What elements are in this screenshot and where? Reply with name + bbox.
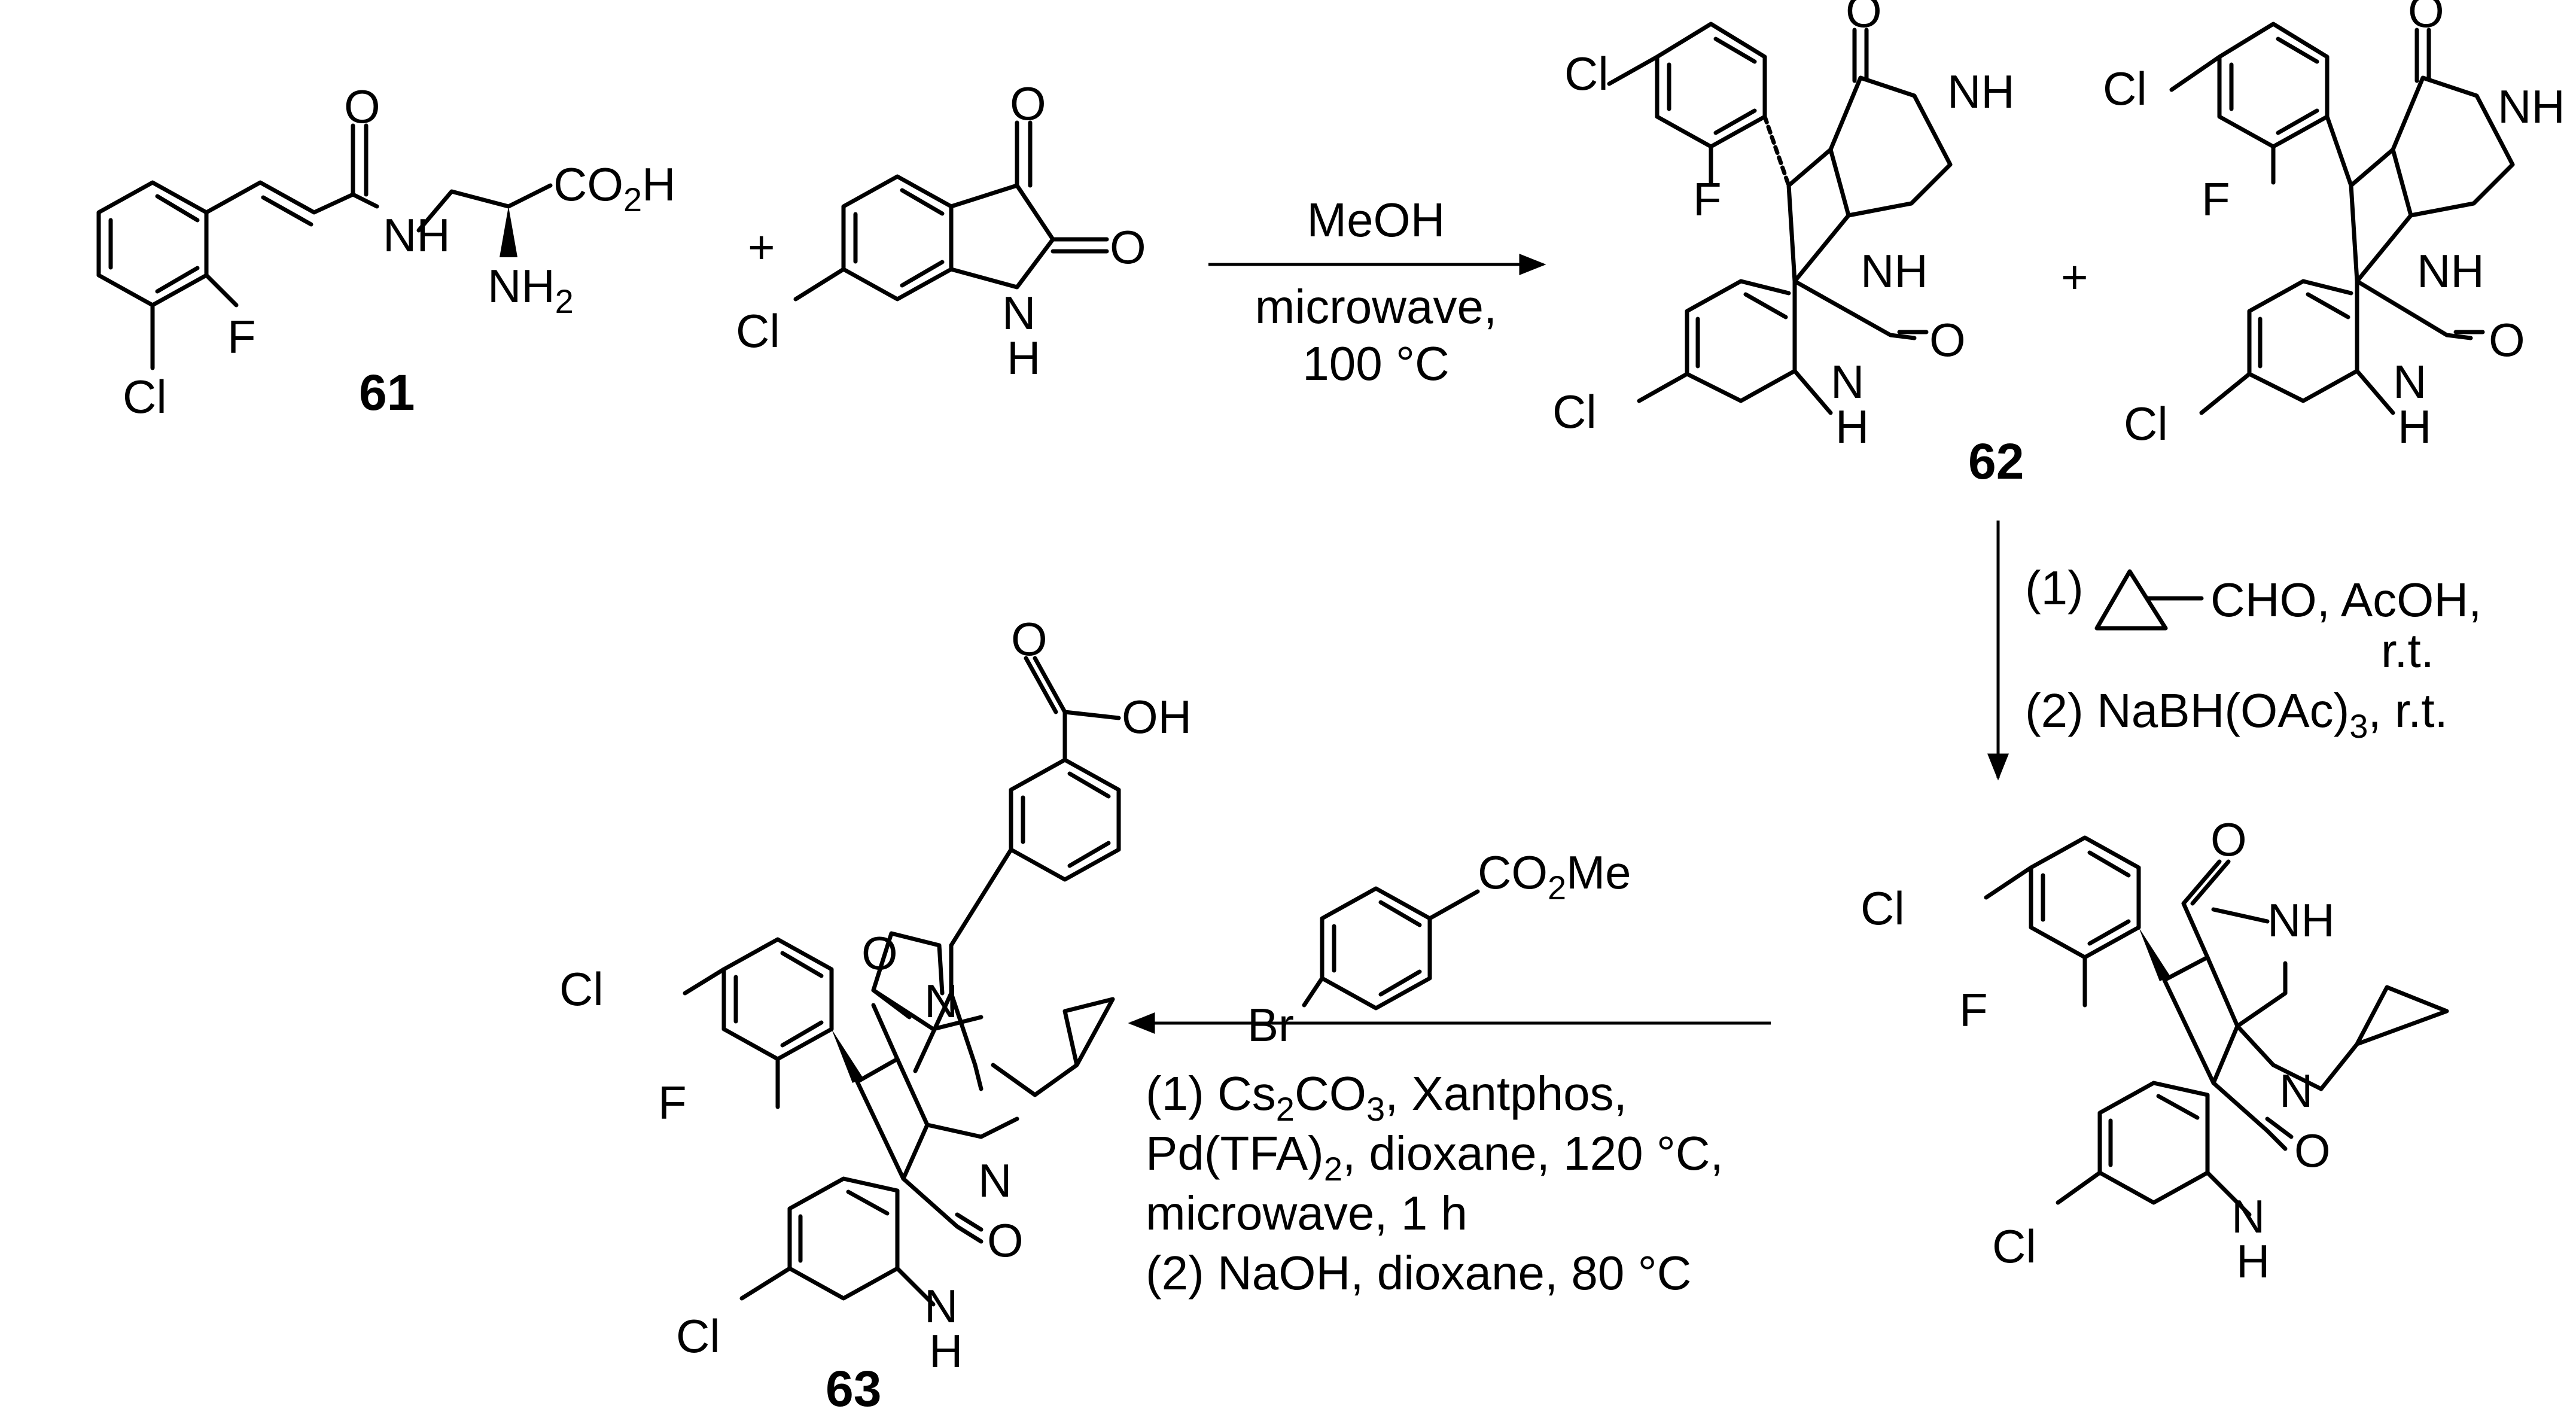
compound-61-cl-atom: Cl	[123, 370, 167, 423]
intermediate-n-oxindole: N	[2231, 1190, 2265, 1243]
compound-63-structure	[683, 656, 1121, 1307]
compound-63-label: 63	[826, 1361, 881, 1417]
compound-62a-cl-bottom: Cl	[1552, 385, 1597, 438]
compound-62a-o-oxindole: O	[1929, 314, 1966, 366]
step2-line2-temperature: r.t.	[2381, 624, 2434, 677]
compound-61-co2h-group: CO2H	[553, 158, 676, 218]
compound-63-h-oxindole: H	[929, 1325, 963, 1377]
chloroisatin-h-atom: H	[1007, 331, 1040, 384]
bromobenzoate-reagent-structure	[1302, 886, 1480, 1011]
step1-reagent-methanol: MeOH	[1307, 193, 1445, 247]
intermediate-cl-bottom: Cl	[1992, 1220, 2036, 1273]
compound-61-o-atom: O	[344, 80, 380, 133]
intermediate-o-lactam: O	[2210, 813, 2247, 866]
compound-62b-h-oxindole: H	[2398, 400, 2431, 453]
step3-line1-base-ligand: (1) Cs2CO3, Xantphos,	[1146, 1067, 1627, 1128]
compound-63-n-lactam: N	[924, 975, 958, 1027]
compound-62b-nh-pyrrolidine: NH	[2417, 245, 2484, 297]
compound-63-n-oxindole: N	[924, 1280, 958, 1332]
compound-61-structure	[96, 123, 553, 370]
chloroisatin-structure	[793, 120, 1109, 302]
intermediate-cl-top: Cl	[1861, 882, 1905, 935]
intermediate-h-oxindole: H	[2236, 1235, 2270, 1288]
compound-62b-o-oxindole: O	[2489, 314, 2525, 366]
compound-63-n-pyrrolidine: N	[978, 1154, 1012, 1207]
compound-62a-cl-top: Cl	[1564, 47, 1609, 100]
compound-62b-cl-top: Cl	[2103, 62, 2147, 115]
compound-63-o-acid: O	[1011, 613, 1048, 665]
compound-62a-n-oxindole: N	[1831, 355, 1864, 408]
plus-sign-1: +	[748, 221, 775, 273]
intermediate-n-pyrrolidine: N	[2279, 1064, 2313, 1117]
chloroisatin-o-atom-top: O	[1010, 77, 1046, 130]
compound-63-o-oxindole: O	[987, 1214, 1024, 1267]
compound-62-label: 62	[1968, 433, 2024, 489]
step3-line4-hydrolysis: (2) NaOH, dioxane, 80 °C	[1146, 1246, 1691, 1300]
compound-62a-nh-pyrrolidine: NH	[1861, 245, 1928, 297]
intermediate-nh-lactam: NH	[2267, 894, 2335, 947]
chloroisatin-o-atom-right: O	[1110, 221, 1146, 273]
compound-62b-cl-bottom: Cl	[2124, 397, 2168, 450]
compound-63-oh-acid: OH	[1122, 690, 1192, 743]
intermediate-f: F	[1959, 984, 1988, 1036]
compound-62a-h-oxindole: H	[1835, 400, 1869, 453]
step3-line3-microwave: microwave, 1 h	[1146, 1186, 1467, 1240]
compound-62b-f: F	[2202, 173, 2230, 226]
compound-63-cl-top: Cl	[559, 963, 604, 1015]
cyclopropyl-icon	[2094, 569, 2204, 631]
compound-62b-nh-lactam: NH	[2498, 80, 2565, 133]
compound-62-isomer-a-structure	[1607, 22, 1953, 415]
chloroisatin-cl-atom: Cl	[736, 305, 780, 357]
compound-62a-f: F	[1693, 173, 1722, 226]
compound-61-f-atom: F	[227, 311, 256, 363]
compound-62a-o-lactam: O	[1846, 0, 1882, 37]
intermediate-structure	[1984, 835, 2449, 1217]
step2-line3-reducing-agent: (2) NaBH(OAc)3, r.t.	[2025, 684, 2448, 745]
step2-line1-prefix: (1)	[2025, 561, 2084, 614]
compound-62a-nh-lactam: NH	[1947, 65, 2015, 118]
compound-61-nh-atom: NH	[383, 209, 450, 261]
compound-62b-o-lactam: O	[2408, 0, 2444, 37]
step1-condition-microwave: microwave,	[1255, 280, 1497, 333]
compound-63-o-lactam: O	[861, 927, 898, 979]
chloroisatin-n-atom: N	[1002, 287, 1036, 339]
step1-condition-temperature: 100 °C	[1302, 337, 1449, 390]
compound-61-label: 61	[359, 364, 415, 421]
reagent-br-atom: Br	[1247, 999, 1294, 1051]
compound-62b-n-oxindole: N	[2393, 355, 2426, 408]
compound-62-isomer-b-structure	[2169, 22, 2515, 415]
intermediate-o-oxindole: O	[2294, 1124, 2331, 1177]
compound-63-cl-bottom: Cl	[676, 1310, 720, 1362]
reagent-co2me-group: CO2Me	[1478, 846, 1631, 906]
step3-line2-catalyst: Pd(TFA)2, dioxane, 120 °C,	[1146, 1127, 1724, 1188]
compound-63-f: F	[658, 1076, 687, 1129]
plus-sign-2: +	[2061, 251, 2088, 303]
step2-line1-reagents: CHO, AcOH,	[2210, 573, 2481, 626]
compound-61-nh2-group: NH2	[488, 260, 574, 320]
